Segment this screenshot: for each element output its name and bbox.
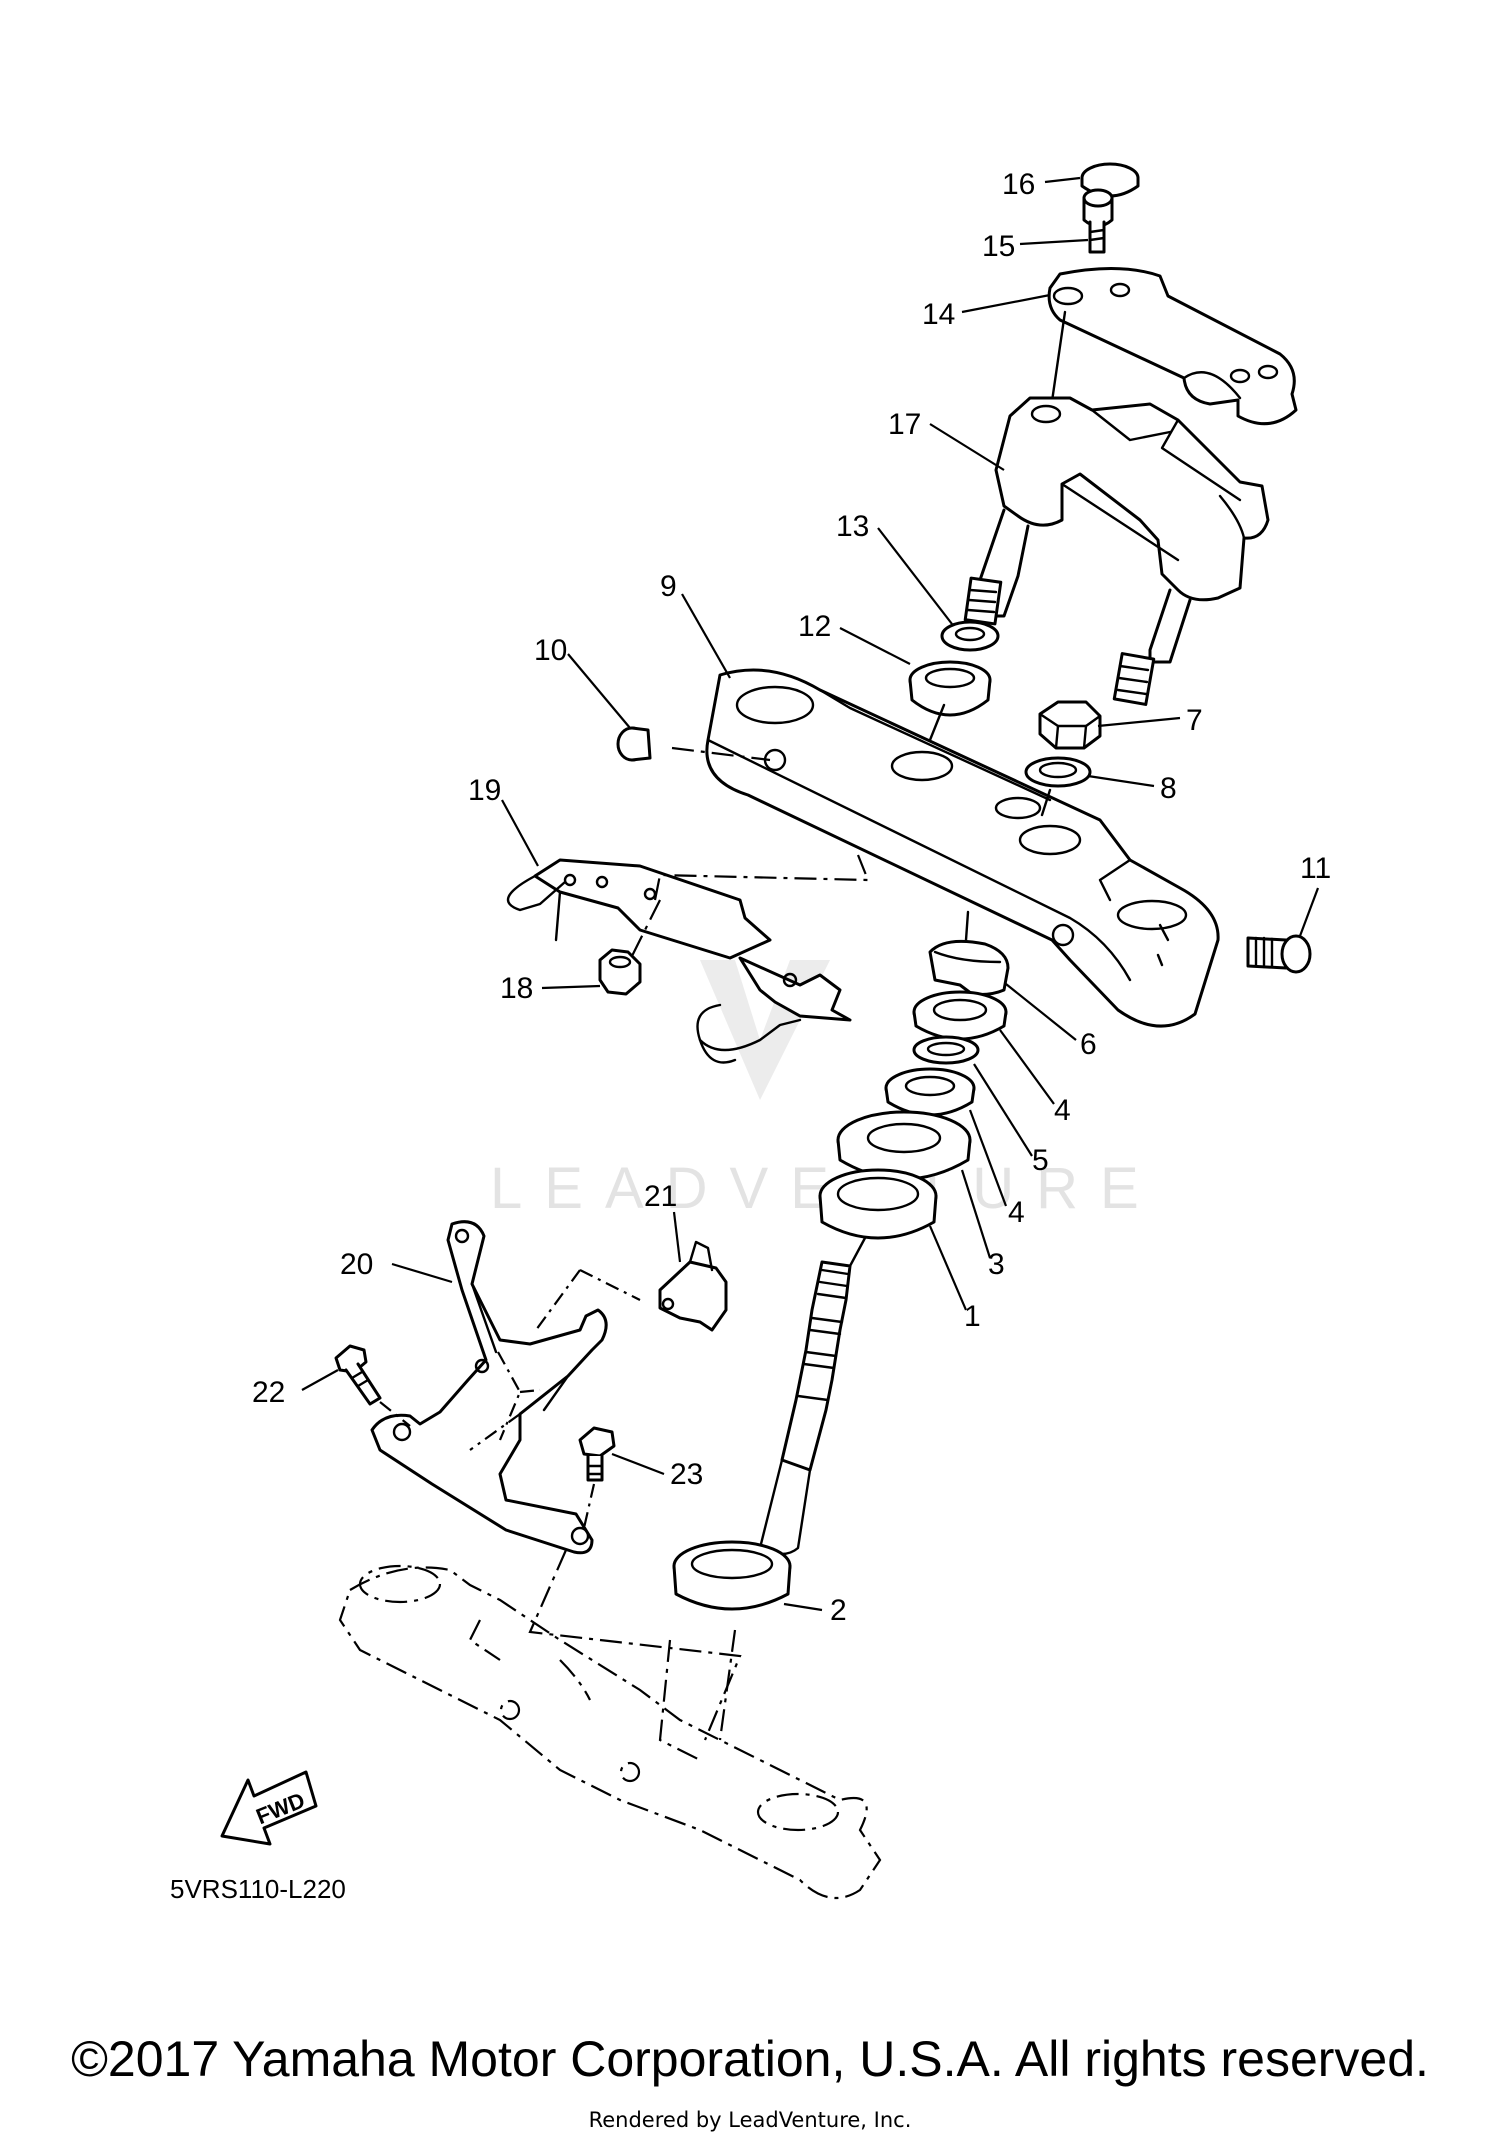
part-7-nut[interactable] <box>1038 700 1102 750</box>
copyright-notice: ©2017 Yamaha Motor Corporation, U.S.A. A… <box>71 2031 1429 2087</box>
part-4-ring-nut-upper[interactable] <box>912 990 1008 1041</box>
watermark-text: LEADVENTURE <box>490 1156 1161 1221</box>
callout-labels: 16 15 14 17 13 9 12 10 7 8 19 11 18 6 4 … <box>252 168 1331 1627</box>
callout-6: 6 <box>1080 1028 1097 1061</box>
part-16-cap[interactable] <box>1080 162 1140 198</box>
callout-11: 11 <box>1300 852 1331 885</box>
part-10-plug[interactable] <box>616 726 652 762</box>
callout-10: 10 <box>534 634 567 667</box>
callout-16: 16 <box>1002 168 1035 201</box>
callout-12: 12 <box>798 610 831 643</box>
steering-stem <box>758 1236 867 1556</box>
part-2-bearing-lower[interactable] <box>672 1540 792 1611</box>
callout-8: 8 <box>1160 772 1177 805</box>
part-5-washer[interactable] <box>912 1035 980 1065</box>
callout-19: 19 <box>468 774 501 807</box>
callout-21: 21 <box>644 1180 677 1213</box>
part-14-upper-holder[interactable] <box>1047 266 1298 426</box>
leader-lines <box>301 176 1320 1612</box>
part-17-lower-holder[interactable] <box>963 396 1270 706</box>
part-1-bearing-upper[interactable] <box>818 1168 938 1240</box>
callout-13: 13 <box>836 510 869 543</box>
part-19-wire-guide[interactable] <box>506 858 852 1064</box>
callout-7: 7 <box>1186 704 1203 737</box>
callout-14: 14 <box>922 298 955 331</box>
callout-20: 20 <box>340 1248 373 1281</box>
part-6-cover[interactable] <box>928 939 1010 996</box>
part-13-washer[interactable] <box>940 620 1000 652</box>
callout-22: 22 <box>252 1376 285 1409</box>
part-20-bracket[interactable] <box>370 1220 608 1555</box>
callout-5: 5 <box>1032 1144 1049 1177</box>
callout-2: 2 <box>830 1594 847 1627</box>
part-23-bolt[interactable] <box>578 1426 616 1482</box>
part-8-washer[interactable] <box>1024 756 1092 788</box>
callout-23: 23 <box>670 1458 703 1491</box>
callout-1: 1 <box>964 1300 981 1333</box>
part-15-bolt[interactable] <box>1082 188 1114 254</box>
callout-9: 9 <box>660 570 677 603</box>
callout-17: 17 <box>888 408 921 441</box>
diagram-code: 5VRS110-L220 <box>170 1874 346 1904</box>
callout-3: 3 <box>988 1248 1005 1281</box>
part-4-ring-nut-lower[interactable] <box>884 1067 976 1117</box>
part-21-small-bracket[interactable] <box>658 1240 728 1332</box>
part-18-nut[interactable] <box>598 948 642 996</box>
lower-bracket-phantom <box>338 1564 882 1900</box>
part-12-bushing[interactable] <box>908 660 992 717</box>
fwd-arrow-icon: FWD <box>220 1770 318 1846</box>
part-9-upper-bracket[interactable] <box>705 668 1220 1028</box>
part-3-seal[interactable] <box>836 1110 972 1181</box>
callout-4-lower: 4 <box>1008 1196 1025 1229</box>
callout-4-upper: 4 <box>1054 1094 1071 1127</box>
part-22-bolt[interactable] <box>334 1344 382 1406</box>
callout-18: 18 <box>500 972 533 1005</box>
callout-15: 15 <box>982 230 1015 263</box>
part-11-bolt[interactable] <box>1246 934 1312 974</box>
rendered-by-credit: Rendered by LeadVenture, Inc. <box>588 2108 912 2132</box>
